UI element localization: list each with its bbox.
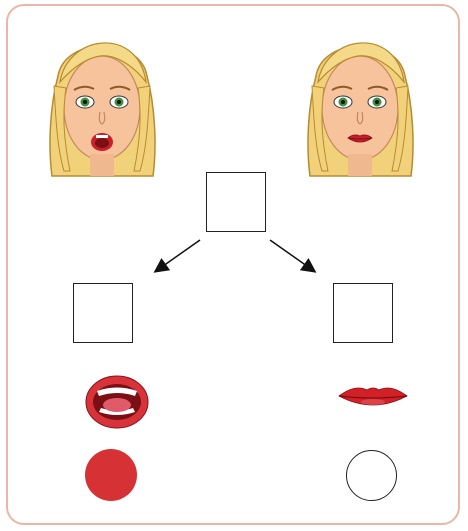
answer-box-right[interactable] [333, 283, 393, 343]
open-mouth-icon [85, 375, 149, 429]
filled-circle [85, 449, 137, 501]
empty-circle [346, 450, 397, 501]
answer-box-top[interactable] [206, 172, 266, 232]
closed-lips-icon [338, 387, 408, 406]
girl-closed-mouth-icon [307, 42, 414, 177]
arrow-left [153, 239, 201, 273]
girl-open-mouth-icon [49, 42, 156, 177]
answer-box-left[interactable] [73, 283, 133, 343]
arrow-right [269, 239, 317, 273]
